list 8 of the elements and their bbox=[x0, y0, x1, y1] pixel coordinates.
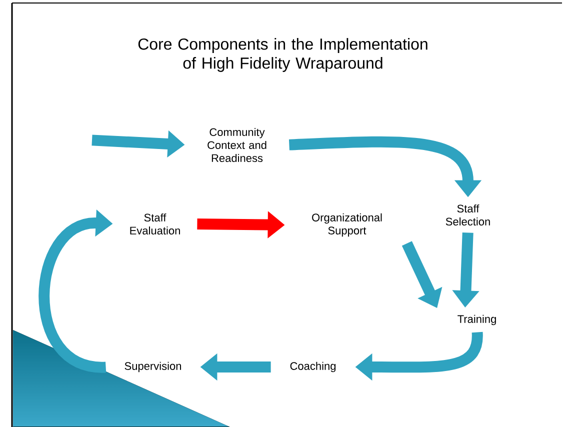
node-label: Supervision bbox=[124, 362, 181, 372]
title: Core Components in the Implementation of High Fidelity Wraparound bbox=[138, 38, 428, 72]
node-label: Staff Selection bbox=[446, 204, 490, 226]
node-label: Organizational Support bbox=[312, 213, 382, 237]
node-label: Community Context and Readiness bbox=[208, 128, 266, 162]
node-label: Staff Evaluation bbox=[130, 213, 180, 235]
node-label: Training bbox=[458, 314, 496, 326]
node-label: Coaching bbox=[290, 362, 336, 372]
